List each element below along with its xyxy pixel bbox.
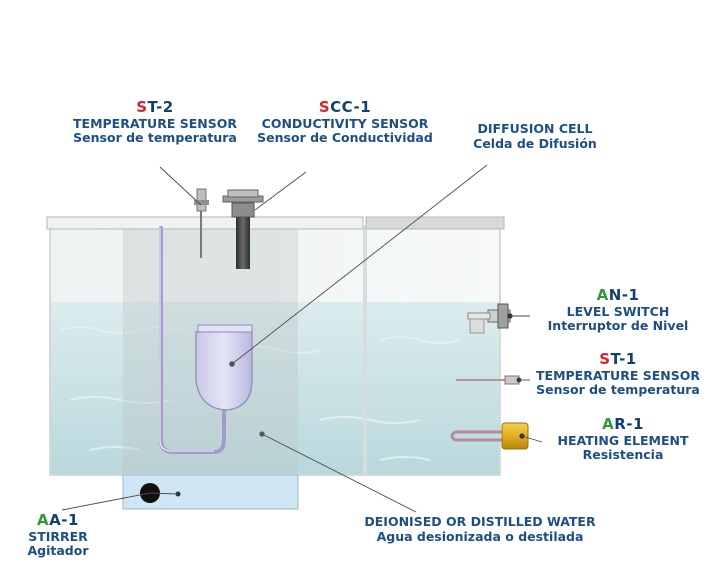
code-prefix: A bbox=[602, 415, 615, 433]
label-water-es: Agua desionizada o destilada bbox=[376, 528, 584, 544]
code-prefix: S bbox=[136, 98, 148, 116]
water-bath-tank bbox=[46, 216, 505, 476]
code-prefix: A bbox=[596, 286, 609, 304]
label-st2-en: TEMPERATURE SENSOR bbox=[73, 115, 237, 131]
label-aa1-es: Agitador bbox=[27, 543, 89, 559]
code-prefix: A bbox=[37, 511, 50, 529]
tank-lid-right bbox=[365, 216, 505, 230]
label-aa1: AA-1 STIRRER Agitador bbox=[8, 511, 108, 559]
stirrer-base bbox=[122, 474, 299, 510]
temperature-sensor-st2 bbox=[194, 188, 209, 258]
label-an1-en: LEVEL SWITCH bbox=[566, 303, 670, 319]
label-st2-es: Sensor de temperatura bbox=[73, 130, 237, 146]
label-ar1-es: Resistencia bbox=[582, 447, 664, 463]
code-rest: A-1 bbox=[49, 511, 79, 529]
code-prefix: S bbox=[318, 98, 331, 116]
code-rest: N-1 bbox=[608, 286, 640, 304]
label-diffusion-en: DIFFUSION CELL bbox=[477, 121, 593, 136]
label-scc1-en: CONDUCTIVITY SENSOR bbox=[261, 115, 429, 131]
label-diffusion-cell: DIFFUSION CELL Celda de Difusión bbox=[445, 121, 625, 152]
diffusion-cell bbox=[195, 324, 253, 411]
label-an1-es: Interruptor de Nivel bbox=[547, 318, 689, 334]
code-rest: T-1 bbox=[610, 350, 637, 368]
label-ar1-en: HEATING ELEMENT bbox=[557, 432, 689, 448]
label-water-en: DEIONISED OR DISTILLED WATER bbox=[364, 514, 596, 529]
conductivity-sensor-scc1 bbox=[222, 189, 264, 269]
label-scc1-es: Sensor de Conductividad bbox=[257, 130, 433, 146]
label-diffusion-es: Celda de Difusión bbox=[473, 135, 597, 151]
code-rest: T-2 bbox=[147, 98, 174, 116]
label-st1-es: Sensor de temperatura bbox=[536, 382, 700, 398]
label-scc1: SCC-1 CONDUCTIVITY SENSOR Sensor de Cond… bbox=[235, 98, 455, 146]
label-an1: AN-1 LEVEL SWITCH Interruptor de Nivel bbox=[523, 286, 713, 334]
label-ar1: AR-1 HEATING ELEMENT Resistencia bbox=[533, 415, 713, 463]
code-prefix: S bbox=[599, 350, 611, 368]
label-st1: ST-1 TEMPERATURE SENSOR Sensor de temper… bbox=[523, 350, 713, 398]
label-st1-en: TEMPERATURE SENSOR bbox=[536, 367, 700, 383]
label-water: DEIONISED OR DISTILLED WATER Agua desion… bbox=[330, 514, 630, 545]
label-aa1-en: STIRRER bbox=[28, 528, 88, 544]
code-rest: R-1 bbox=[614, 415, 644, 433]
level-switch-an1 bbox=[467, 303, 513, 334]
leader-lines bbox=[61, 164, 543, 513]
tank-lid-left bbox=[46, 216, 364, 230]
code-rest: CC-1 bbox=[330, 98, 372, 116]
heating-element-ar1 bbox=[450, 422, 529, 450]
glass-u-tube bbox=[159, 226, 226, 454]
label-st2: ST-2 TEMPERATURE SENSOR Sensor de temper… bbox=[40, 98, 270, 146]
